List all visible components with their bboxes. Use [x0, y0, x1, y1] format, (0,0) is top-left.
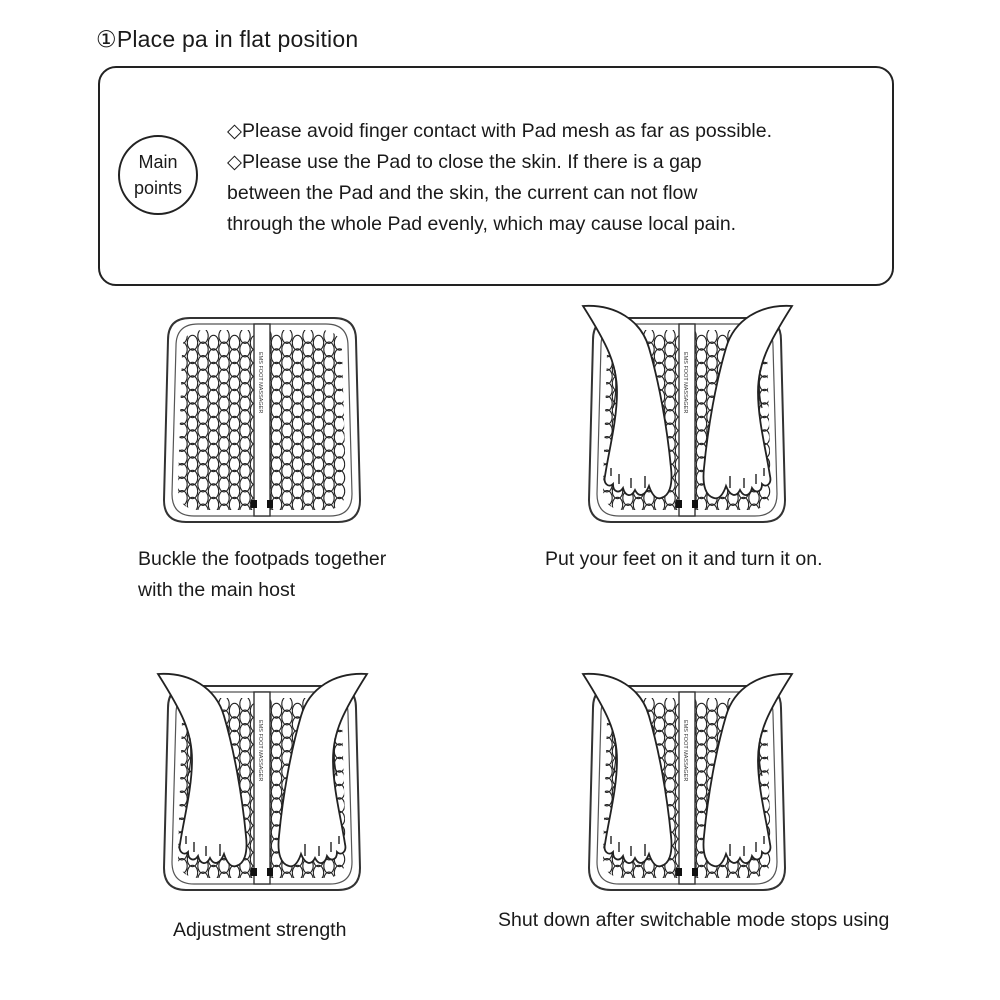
left-foot	[581, 673, 673, 868]
step-2-illustration: EMS FOOT MASSAGER	[581, 305, 794, 523]
main-host	[678, 691, 696, 885]
step-1-caption: Buckle the footpads together with the ma…	[138, 544, 386, 606]
step-3-caption: Adjustment strength	[173, 915, 346, 946]
caption-line: with the main host	[138, 579, 296, 601]
power-button	[251, 868, 257, 876]
power-button	[676, 500, 682, 508]
badge-line-2: points	[133, 178, 183, 198]
pad-label: EMS FOOT MASSAGER	[257, 352, 263, 413]
main-host	[253, 323, 271, 517]
right-foot	[277, 673, 369, 868]
caption-line: Shut down after switchable mode stops us…	[498, 909, 890, 931]
right-foot	[702, 673, 794, 868]
note-line: ◇Please use the Pad to close the skin. I…	[227, 151, 702, 173]
mode-button	[267, 500, 273, 508]
pad-label: EMS FOOT MASSAGER	[257, 720, 263, 781]
pad-label: EMS FOOT MASSAGER	[682, 352, 688, 413]
pad-label: EMS FOOT MASSAGER	[682, 720, 688, 781]
caption-line: Buckle the footpads together	[138, 548, 387, 570]
note-line: through the whole Pad evenly, which may …	[227, 213, 737, 235]
caption-line: Adjustment strength	[173, 919, 347, 941]
right-foot	[702, 305, 794, 500]
note-line: between the Pad and the skin, the curren…	[227, 182, 698, 204]
mode-button	[692, 500, 698, 508]
step-3-illustration: EMS FOOT MASSAGER	[156, 673, 369, 891]
left-foot	[156, 673, 248, 868]
power-button	[676, 868, 682, 876]
step-1-illustration: EMS FOOT MASSAGER	[162, 317, 362, 523]
main-host	[253, 691, 271, 885]
main-points-badge: Main points	[118, 135, 198, 215]
step-4-illustration: EMS FOOT MASSAGER	[581, 673, 794, 891]
badge-line-1: Main	[138, 152, 178, 172]
step-4-caption: Shut down after switchable mode stops us…	[498, 905, 889, 936]
power-button	[251, 500, 257, 508]
main-points-notes: ◇Please avoid finger contact with Pad me…	[227, 116, 877, 240]
caption-line: Put your feet on it and turn it on.	[545, 548, 823, 570]
main-host	[678, 323, 696, 517]
mode-button	[692, 868, 698, 876]
main-points-box	[98, 66, 894, 286]
left-foot	[581, 305, 673, 500]
mode-button	[267, 868, 273, 876]
step-2-caption: Put your feet on it and turn it on.	[545, 544, 823, 575]
page-heading: ①Place pa in flat position	[96, 26, 359, 52]
note-line: ◇Please avoid finger contact with Pad me…	[227, 120, 773, 142]
